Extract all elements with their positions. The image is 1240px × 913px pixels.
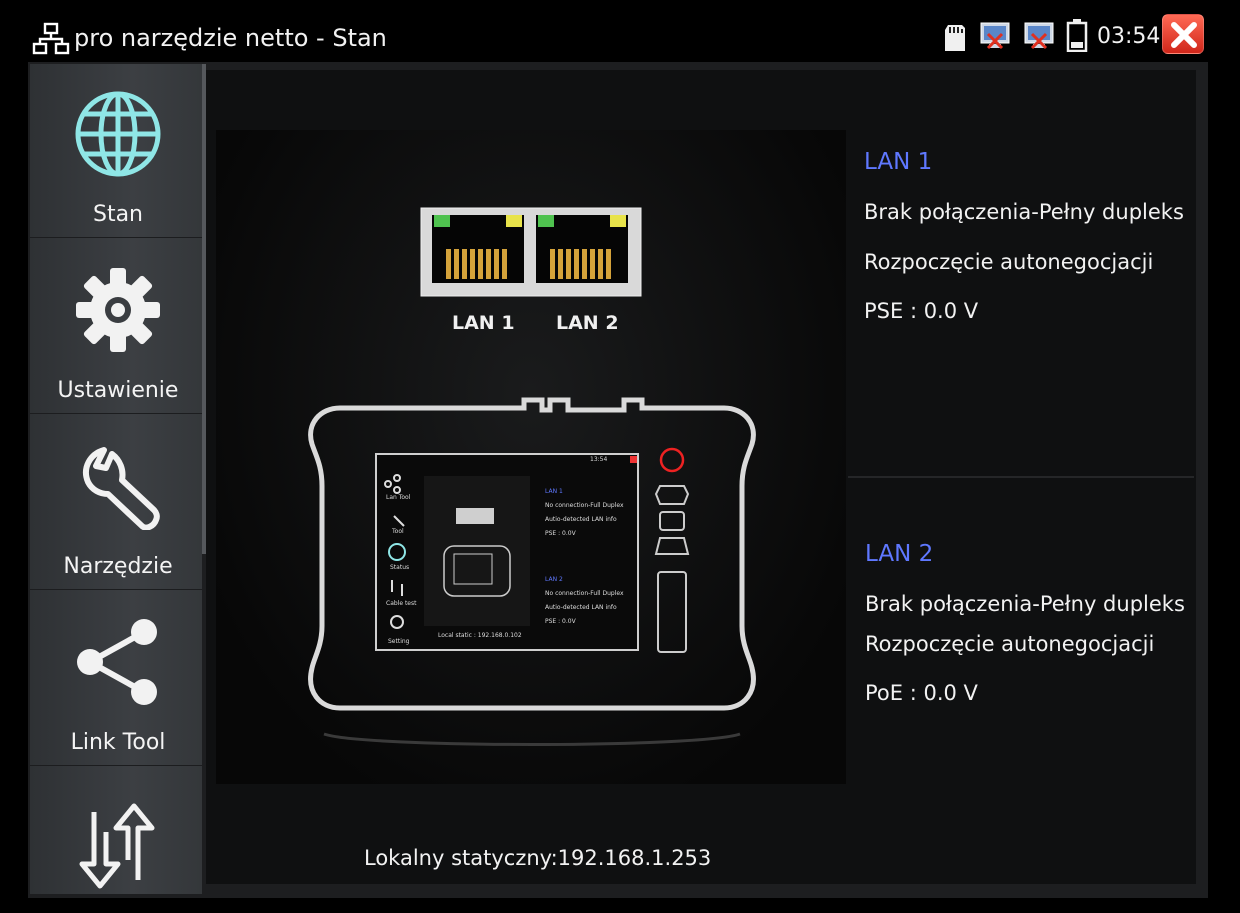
port-label-lan2: LAN 2 — [556, 312, 619, 334]
lan-divider — [848, 476, 1194, 478]
close-button[interactable] — [1162, 14, 1204, 54]
preview-nav-lan-tool: Lan Tool — [386, 494, 411, 501]
globe-icon — [75, 91, 161, 177]
preview-lan2-info: Autio-detected LAN info — [545, 604, 617, 611]
lan1-port-icon — [432, 215, 524, 283]
preview-clock: 13:54 — [590, 456, 608, 463]
sidebar-item-label: Narzędzie — [63, 554, 173, 579]
preview-nav-setting: Setting — [388, 638, 410, 645]
preview-lan1-pse: PSE : 0.0V — [545, 530, 576, 537]
sidebar-item-label: Link Tool — [70, 730, 166, 755]
gear-icon — [76, 268, 160, 352]
lan2-negotiation-status: Rozpoczęcie autonegocjacji — [865, 632, 1155, 656]
sidebar-scrollbar[interactable] — [202, 64, 206, 554]
sidebar — [30, 64, 202, 894]
lan2-poe-voltage: PoE : 0.0 V — [865, 681, 978, 705]
sidebar-item-label: Stan — [92, 202, 143, 227]
sidebar-item-stan[interactable]: Stan — [30, 62, 202, 238]
battery-icon — [1066, 19, 1088, 52]
preview-nav-status: Status — [390, 564, 410, 571]
wrench-icon — [83, 447, 160, 530]
network-disconnected-icon — [1024, 22, 1054, 50]
lan2-connection-status: Brak połączenia-Pełny dupleks — [865, 592, 1185, 616]
preview-lan1-info: Autio-detected LAN info — [545, 516, 617, 523]
sidebar-item-narzedzie[interactable]: Narzędzie — [30, 414, 202, 590]
tester-device-outline — [308, 397, 756, 746]
preview-lan1-title: LAN 1 — [545, 488, 563, 495]
network-disconnected-icon — [980, 22, 1010, 50]
port-label-lan1: LAN 1 — [452, 312, 515, 334]
sidebar-item-ustawienie[interactable]: Ustawienie — [30, 238, 202, 414]
lan1-negotiation-status: Rozpoczęcie autonegocjacji — [864, 250, 1154, 274]
sidebar-item-cable-test[interactable] — [30, 766, 202, 894]
rj45-ports-graphic — [420, 207, 642, 297]
preview-lan1-conn: No connection-Full Duplex — [545, 502, 624, 509]
preview-lan2-conn: No connection-Full Duplex — [545, 590, 624, 597]
preview-nav-cable-test: Cable test — [386, 600, 417, 607]
lan2-title: LAN 2 — [865, 541, 934, 567]
lan1-connection-status: Brak połączenia-Pełny dupleks — [864, 200, 1184, 224]
lan1-title: LAN 1 — [864, 149, 933, 175]
share-icon — [77, 619, 157, 705]
preview-nav-tool: Tool — [392, 528, 404, 535]
preview-lan2-pse: PSE : 0.0V — [545, 618, 576, 625]
lan2-port-icon — [536, 215, 628, 283]
preview-local-static: Local static : 192.168.0.102 — [438, 632, 522, 639]
status-clock: 03:54 — [1097, 24, 1161, 49]
cable-test-arrows-icon — [79, 803, 155, 889]
sidebar-item-label: Ustawienie — [57, 378, 179, 403]
network-app-icon — [32, 22, 70, 55]
local-static-ip: Lokalny statyczny:192.168.1.253 — [364, 846, 712, 870]
sd-card-icon — [945, 25, 965, 51]
window-title: pro narzędzie netto - Stan — [74, 24, 387, 52]
sidebar-item-link-tool[interactable]: Link Tool — [30, 590, 202, 766]
lan1-pse-voltage: PSE : 0.0 V — [864, 299, 979, 323]
close-icon — [1171, 22, 1197, 48]
preview-lan2-title: LAN 2 — [545, 576, 563, 583]
